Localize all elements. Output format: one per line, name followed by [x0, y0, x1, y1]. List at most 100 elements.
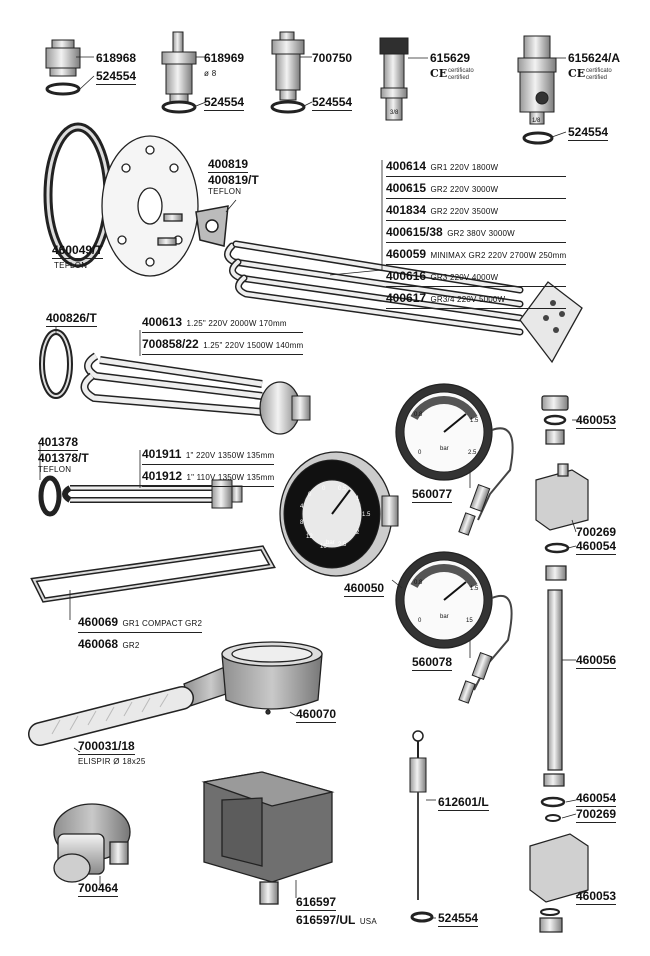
- label-460053-a: 460053: [576, 413, 617, 429]
- element-code: 400614: [386, 159, 427, 173]
- label-401378T-note: TEFLON: [38, 465, 72, 474]
- element-row: 401911 1" 220V 1350W 135mm: [142, 446, 275, 465]
- element-row: 400615/38 GR2 380V 3000W: [386, 224, 567, 243]
- element-code: 401911: [142, 447, 182, 461]
- gauge-460050-tick-3: 1.5: [362, 512, 371, 518]
- label-524554-e: 524554: [438, 911, 479, 927]
- valve-618968: [45, 39, 81, 96]
- heating-element-small: [62, 479, 243, 509]
- label-560078: 560078: [412, 655, 453, 671]
- element-row: 400616 GR3 220V 4000W: [386, 268, 567, 287]
- element-row: 460059 MINIMAX GR2 220V 2700W 250mm: [386, 246, 567, 265]
- gauge-560078-tick-0: 0.8: [414, 580, 423, 586]
- gauge-560077-tick-0: 0.8: [414, 412, 423, 418]
- element-row: 400613 1.25" 220V 2000W 170mm: [142, 314, 304, 333]
- element-desc: GR3/4 220V 5000W: [430, 295, 506, 304]
- label-700750: 700750: [312, 51, 353, 65]
- gauge-460050-tick-9: 4: [300, 504, 304, 510]
- label-700031: 700031/18: [78, 739, 135, 755]
- label-460070: 460070: [296, 707, 337, 723]
- label-700031-note: ELISPIR Ø 18x25: [78, 757, 146, 766]
- element-code: 400617: [386, 291, 427, 305]
- element-row: 401912 1" 110V 1350W 135mm: [142, 468, 275, 487]
- label-700464: 700464: [78, 881, 119, 897]
- gauge-560077-unit: bar: [440, 446, 449, 452]
- element-desc: GR1 COMPACT GR2: [122, 619, 203, 628]
- gauge-560077-tick-2: 2.5: [468, 450, 477, 456]
- element-desc: 1" 220V 1350W 135mm: [185, 451, 275, 460]
- element-code: 460068: [78, 637, 119, 651]
- label-460054-a: 460054: [576, 539, 617, 555]
- element-code: 460059: [386, 247, 427, 261]
- gauge-460050-tick-8: 16: [320, 544, 327, 550]
- element-row: 700858/22 1.25" 220V 1500W 140mm: [142, 336, 304, 355]
- element-code: 401834: [386, 203, 427, 217]
- gauge-460050-tick-0: 0: [322, 486, 326, 492]
- label-400826T: 400826/T: [46, 311, 97, 327]
- label-460054-b: 460054: [576, 791, 617, 807]
- gauge-560077-tick-3: 0: [418, 450, 422, 456]
- label-400819T-note: TEFLON: [208, 187, 242, 196]
- gauge-560078-tick-3: 0: [418, 618, 422, 624]
- gasket-rectangular: [30, 545, 276, 603]
- label-616597: 616597: [296, 895, 337, 911]
- heating-element-medium: [80, 352, 311, 435]
- label-700269-a: 700269: [576, 525, 617, 539]
- gasket-401378: [38, 475, 62, 517]
- label-616597UL-row: 616597/UL USA: [296, 912, 377, 928]
- gauge-460050-tick-4: 2: [356, 530, 360, 536]
- elements-list-small: 401911 1" 220V 1350W 135mm 401912 1" 110…: [142, 446, 275, 490]
- element-row: 400614 GR1 220V 1800W: [386, 158, 567, 177]
- gauge-460050-tick-7: 12: [306, 534, 313, 540]
- label-524554-a: 524554: [96, 69, 137, 85]
- flange-plate: [101, 135, 199, 277]
- level-tube-assembly: [529, 395, 589, 933]
- gauge-460050-tick-5: 2.5: [338, 542, 347, 548]
- element-row: 400615 GR2 220V 3000W: [386, 180, 567, 199]
- manometer-560077: [395, 383, 514, 536]
- element-row: 400617 GR3/4 220V 5000W: [386, 290, 567, 309]
- gauge-560078-tick-1: 1.5: [470, 586, 479, 592]
- gauge-560078-unit: bar: [440, 614, 449, 620]
- label-524554-d: 524554: [568, 125, 609, 141]
- element-desc: GR2 380V 3000W: [447, 229, 515, 238]
- element-code: 400613: [142, 315, 183, 329]
- heating-element-large: [224, 240, 583, 364]
- label-524554-b: 524554: [204, 95, 245, 111]
- element-row: 401834 GR2 220V 3500W: [386, 202, 567, 221]
- elements-list-medium: 400613 1.25" 220V 2000W 170mm 700858/22 …: [142, 314, 304, 358]
- element-code: 400615: [386, 181, 427, 195]
- label-618969: 618969: [204, 51, 245, 65]
- gauge-460050-tick-2: 1: [356, 496, 360, 502]
- hose-700031: [28, 686, 194, 746]
- label-460053-b: 460053: [576, 889, 617, 905]
- manometer-460050: [279, 451, 399, 577]
- thread-615624A: 1/8: [532, 118, 541, 124]
- thread-615629: 3/8: [390, 110, 399, 116]
- element-desc: 1.25" 220V 2000W 170mm: [186, 319, 287, 328]
- valve-618969: [161, 31, 197, 114]
- ce-mark-615629: CE: [430, 67, 448, 80]
- element-desc: 1" 110V 1350W 135mm: [186, 473, 275, 482]
- manometer-560078: [395, 551, 513, 704]
- element-desc: GR2: [122, 641, 140, 650]
- element-code: 400615/38: [386, 225, 443, 239]
- element-desc: USA: [359, 917, 377, 926]
- label-460050: 460050: [344, 581, 385, 597]
- gauge-460050-tick-1: 0.5: [338, 486, 347, 492]
- label-524554-c: 524554: [312, 95, 353, 111]
- pressure-switch-700464: [53, 803, 131, 883]
- element-row: 460068 GR2: [78, 636, 202, 654]
- gasket-400826T: [39, 329, 73, 399]
- gasket-400819: [195, 205, 229, 247]
- element-code: 616597/UL: [296, 913, 356, 927]
- safety-valve-615629: [379, 37, 409, 121]
- element-row: 460069 GR1 COMPACT GR2: [78, 614, 203, 633]
- ce-mark-615624A: CE: [568, 67, 586, 80]
- label-615624A: 615624/A: [568, 51, 621, 65]
- label-400819: 400819: [208, 157, 249, 173]
- element-desc: 1.25" 220V 1500W 140mm: [203, 341, 304, 350]
- element-desc: GR2 220V 3500W: [430, 207, 499, 216]
